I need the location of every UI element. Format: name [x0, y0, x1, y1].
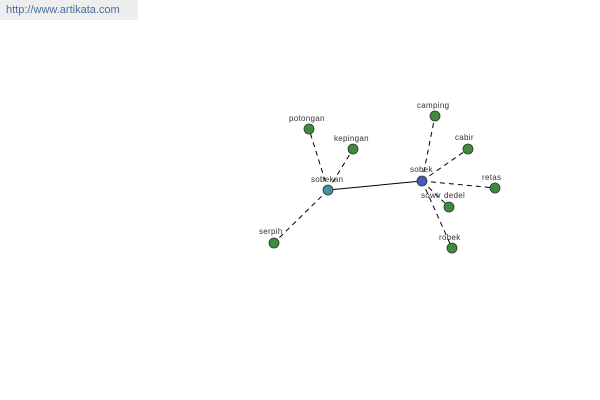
node-label-camping: camping [417, 101, 449, 110]
labels-layer: sobek sobekan potongan kepingan serpih campin… [259, 101, 501, 242]
edge-sobek-sobekan [327, 180, 423, 191]
edge-sobekan-kepingan [327, 148, 354, 191]
node-label-sobek: sobek [410, 165, 434, 174]
edge-sobek-dedel [421, 180, 450, 208]
node-label-serpih: serpih [259, 227, 283, 236]
nodes-layer [268, 110, 501, 254]
edge-sobek-camping [421, 115, 436, 182]
node-robek[interactable] [446, 242, 458, 254]
node-serpih[interactable] [268, 237, 280, 249]
node-label-dedel: dedel [444, 191, 465, 200]
edge-sobek-robek [421, 180, 453, 249]
node-label-sowir: sowir [421, 191, 441, 200]
node-sobekan[interactable] [322, 184, 334, 196]
edge-sobekan-serpih [273, 189, 329, 244]
edge-sobek-cabir [421, 148, 469, 182]
node-dedel[interactable] [443, 201, 455, 213]
node-label-robek: robek [439, 233, 461, 242]
node-label-retas: retas [482, 173, 501, 182]
node-label-potongan: potongan [289, 114, 325, 123]
node-label-kepingan: kepingan [334, 134, 369, 143]
edge-sobek-retas [421, 180, 496, 189]
node-cabir[interactable] [462, 143, 474, 155]
node-camping[interactable] [429, 110, 441, 122]
source-url-banner: http://www.artikata.com [0, 0, 138, 20]
node-kepingan[interactable] [347, 143, 359, 155]
edge-sobekan-potongan [308, 128, 329, 191]
node-sobek[interactable] [416, 175, 428, 187]
node-retas[interactable] [489, 182, 501, 194]
node-potongan[interactable] [303, 123, 315, 135]
node-label-sobekan: sobekan [311, 175, 343, 184]
node-label-cabir: cabir [455, 133, 474, 142]
edges-layer [273, 115, 496, 249]
